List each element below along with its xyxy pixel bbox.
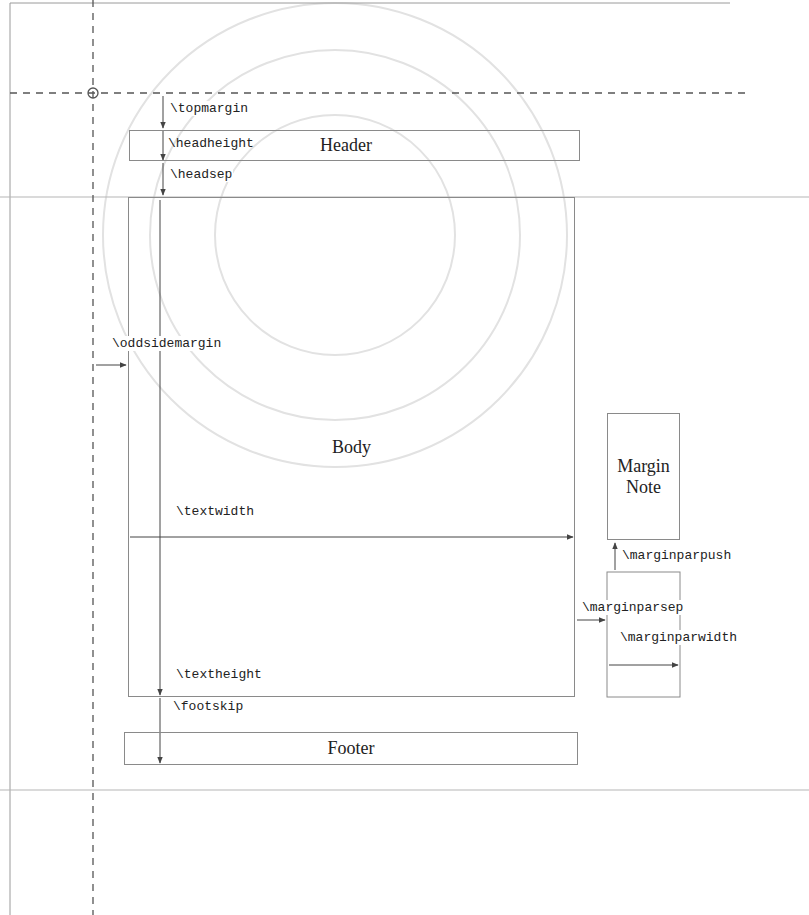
page-frame [0, 3, 809, 915]
dimension-label: \marginparsep [581, 600, 684, 615]
dimension-label: \textheight [176, 668, 262, 683]
dimension-label: \topmargin [169, 101, 249, 116]
footer-box: Footer [124, 732, 578, 765]
watermark-seal [103, 3, 567, 467]
region-label: Header [320, 135, 372, 156]
dimension-label: \headsep [169, 167, 233, 182]
margin-note-box: Margin Note [607, 413, 680, 540]
dimension-arrows [96, 96, 678, 763]
body-box: Body \textwidth \textheight [128, 197, 575, 697]
region-label: Footer [328, 738, 375, 759]
header-box: \headheight Header [129, 130, 580, 161]
dimension-label: \marginparpush [621, 548, 732, 563]
dimension-label: \headheight [168, 137, 254, 152]
dimension-label: \oddsidemargin [111, 336, 222, 351]
dimension-label: \marginparwidth [619, 630, 738, 645]
region-label: Margin Note [617, 456, 670, 497]
region-label: Body [332, 437, 371, 458]
dimension-label: \footskip [172, 699, 244, 714]
dimension-label: \textwidth [176, 505, 254, 520]
reference-lines [10, 0, 745, 915]
